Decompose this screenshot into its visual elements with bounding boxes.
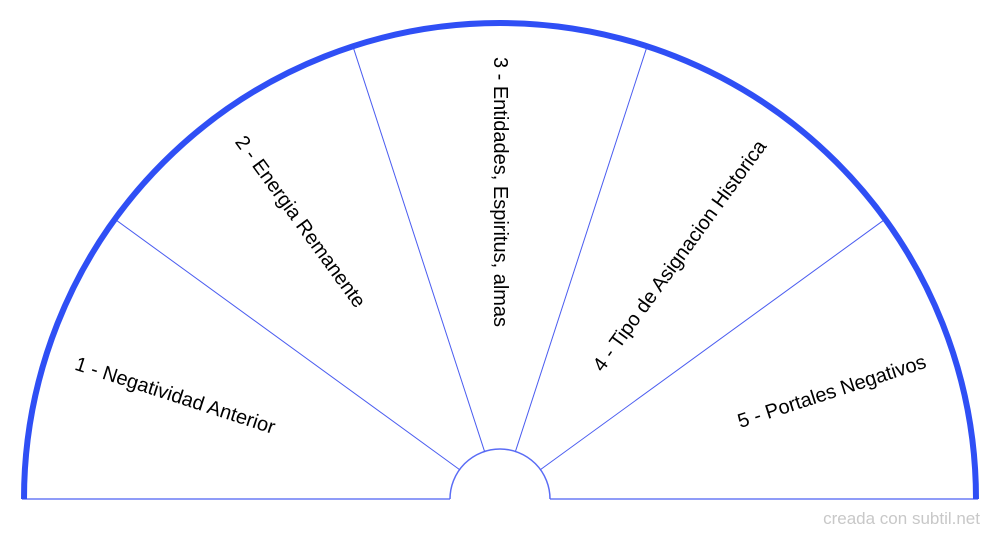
inner-arc (449, 448, 551, 500)
sector-divider (514, 46, 648, 452)
sector-label-1: 1 - Negatividad Anterior (72, 353, 278, 439)
sector-label-2: 2 - Energia Remanente (230, 132, 369, 312)
sector-label-4: 4 - Tipo de Asignacion Historica (589, 136, 772, 376)
sector-divider (540, 218, 886, 471)
outer-arc (21, 20, 979, 500)
sector-label-5: 5 - Portales Negativos (735, 351, 929, 433)
credit-text: creada con subtil.net (823, 509, 980, 528)
sector-label-3: 3 - Entidades, Espiritus, almas (489, 57, 511, 327)
sector-divider (114, 218, 460, 471)
sector-divider (352, 46, 486, 452)
